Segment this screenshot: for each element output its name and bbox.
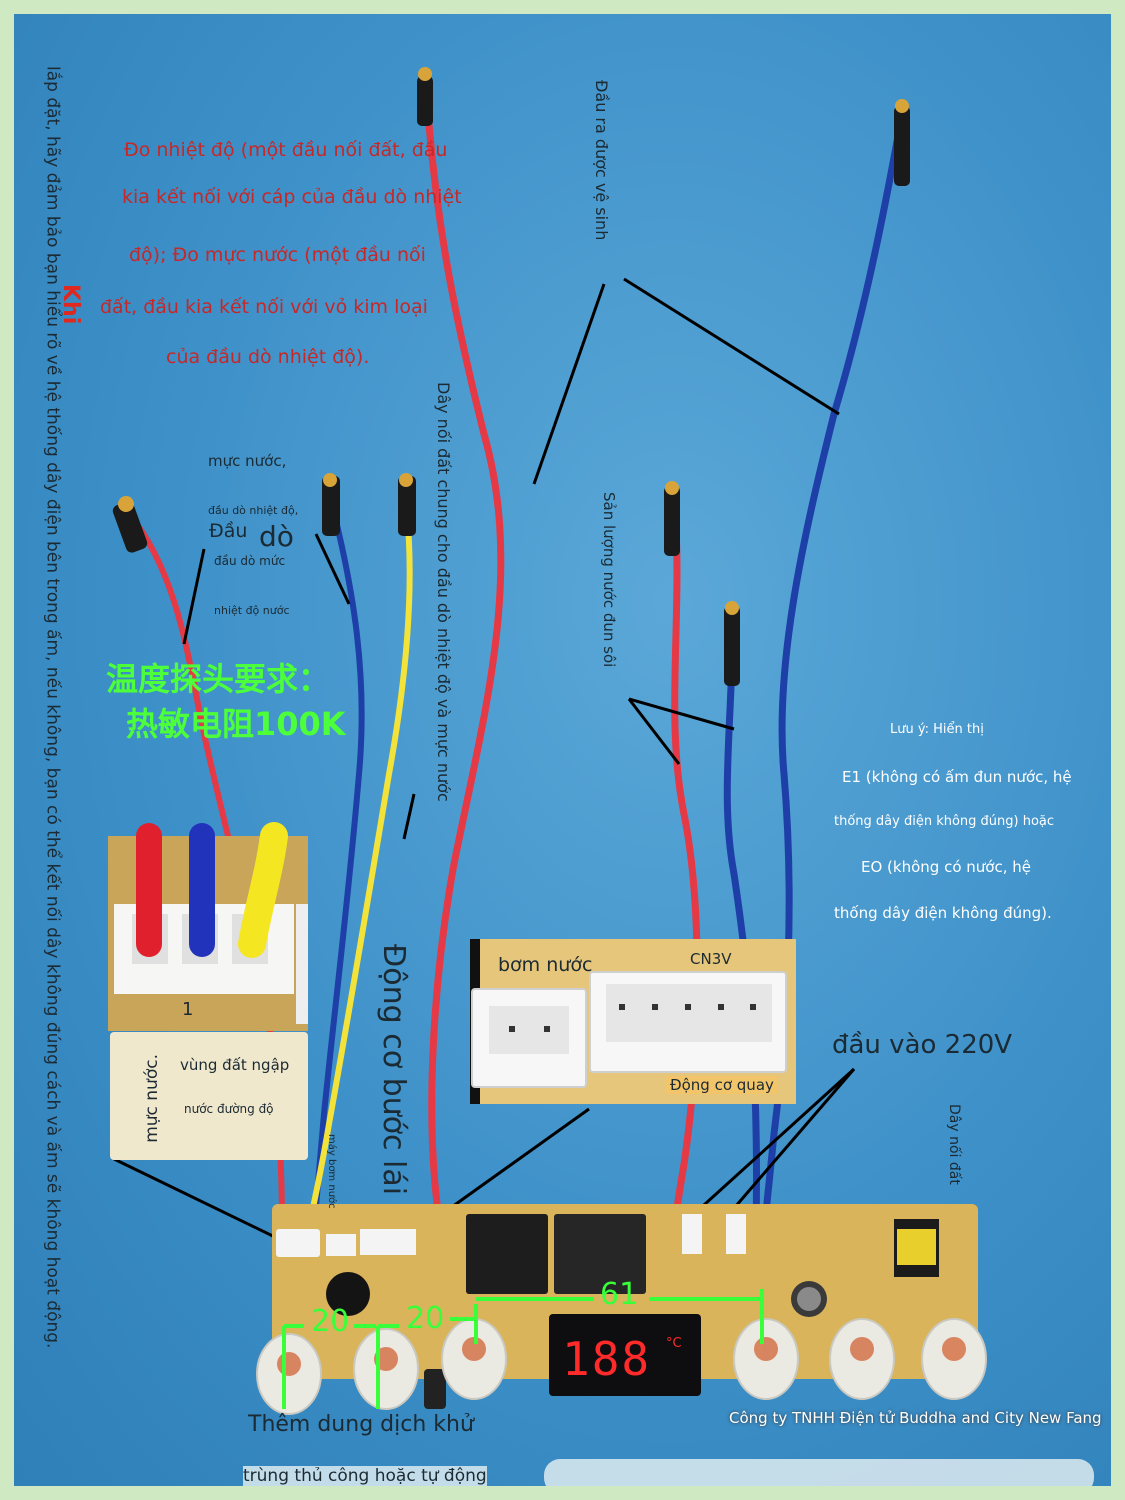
- leader-line: [623, 277, 840, 416]
- blue-wire-boil: [723, 610, 761, 1233]
- note-title: Lưu ý: Hiển thị: [890, 722, 984, 737]
- blue-wire-right: [760, 110, 906, 1233]
- probe-level-label: đầu dò mức: [214, 554, 286, 568]
- red-wire-boil: [670, 490, 701, 1233]
- leader-line: [402, 793, 416, 840]
- leader-line: [628, 697, 735, 731]
- note-e1-line2: thống dây điện không đúng) hoặc: [834, 814, 1055, 829]
- stepper-motor-label: Động cơ bước lái: [376, 944, 411, 1196]
- dim-61: 61: [600, 1277, 639, 1312]
- flood-zone-label: vùng đất ngập: [180, 1056, 290, 1074]
- inset-motor-connectors: [470, 939, 796, 1104]
- ground-wire-label: Dây nối đất: [946, 1104, 962, 1185]
- cn3v-label: CN3V: [690, 950, 732, 968]
- water-level-label: mực nước,: [208, 452, 287, 470]
- probe-tip: [894, 106, 910, 186]
- leader-line: [532, 283, 606, 485]
- cn-thermistor-100k: 热敏电阻100K: [126, 705, 346, 743]
- inset-label-patch: [110, 1032, 308, 1160]
- temp-note-line3: độ); Đo mực nước (một đầu nối: [129, 244, 426, 266]
- temp-water-label: nhiệt độ nước: [214, 604, 290, 617]
- connector-number: 1: [182, 999, 194, 1020]
- display-unit: °C: [666, 1336, 682, 1351]
- company-name: Công ty TNHH Điện tử Buddha and City New…: [729, 1409, 1102, 1427]
- pump-machine-label: máy bơm nước: [326, 1134, 337, 1209]
- rotary-motor-label: Động cơ quay: [666, 1076, 778, 1094]
- probe-tip: [724, 606, 740, 686]
- boil-output-label: Sản lượng nước đun sôi: [600, 492, 618, 668]
- display-digits: 188: [562, 1332, 652, 1386]
- cn-probe-requirement: 温度探头要求：: [106, 660, 331, 698]
- note-eo-line2: thống dây điện không đúng).: [834, 904, 1052, 922]
- probe-temp-label: đầu dò nhiệt độ,: [208, 504, 299, 517]
- wiring-drawing: [108, 67, 1094, 1486]
- note-eo-line1: EO (không có nước, hệ: [861, 858, 1031, 876]
- do-label: dò: [259, 520, 294, 553]
- leader-line: [727, 1068, 856, 1215]
- left-vertical-warning: lắp đặt, hãy đảm bảo bạn hiểu rõ về hệ t…: [42, 66, 63, 1349]
- khi-label: Khi: [58, 284, 83, 325]
- probe-tip: [398, 476, 416, 536]
- blue-wire-probe: [311, 501, 365, 1232]
- leader-line: [113, 1157, 280, 1241]
- water-level-vertical: mực nước.: [142, 1054, 162, 1143]
- leader-line: [182, 548, 206, 645]
- leader-line: [314, 533, 351, 605]
- probe-tip: [417, 76, 433, 126]
- pump-connector-label: bơm nước: [498, 954, 593, 976]
- temp-note-line4: đất, đầu kia kết nối với vỏ kim loại: [100, 296, 428, 318]
- road-water-label: nước đường độ: [184, 1102, 274, 1116]
- probe-tip: [664, 486, 680, 556]
- buzzer: [326, 1272, 370, 1316]
- dau-label: Đầu: [209, 520, 248, 542]
- leader-line: [692, 1067, 856, 1216]
- sanitize-output-label: Đầu ra được vệ sinh: [592, 80, 611, 241]
- red-wire-top: [422, 80, 505, 1223]
- temp-note-line2: kia kết nối với cáp của đầu dò nhiệt: [122, 186, 462, 208]
- probe-tip: [112, 501, 148, 553]
- led-display: [549, 1314, 701, 1396]
- disinfect-line2: trùng thủ công hoặc tự động: [243, 1466, 487, 1486]
- common-ground-label: Dây nối đất chung cho đầu dò nhiệt độ và…: [434, 382, 453, 802]
- yellow-wire-probe: [306, 501, 413, 1232]
- inset-probe-connector: [108, 822, 308, 1031]
- relays: [466, 1214, 646, 1294]
- disinfect-line1: Thêm dung dịch khử: [248, 1412, 474, 1437]
- probe-tip: [322, 476, 340, 536]
- input-220v-label: đầu vào 220V: [832, 1030, 1013, 1060]
- temp-note-line5: của đầu dò nhiệt độ).: [166, 346, 370, 368]
- dim-20-left: 20: [311, 1304, 350, 1339]
- temp-note-line1: Đo nhiệt độ (một đầu nối đất, đầu: [124, 139, 448, 161]
- note-e1-line1: E1 (không có ấm đun nước, hệ: [842, 768, 1072, 786]
- leader-line: [627, 698, 681, 765]
- dim-20-right: 20: [406, 1301, 445, 1336]
